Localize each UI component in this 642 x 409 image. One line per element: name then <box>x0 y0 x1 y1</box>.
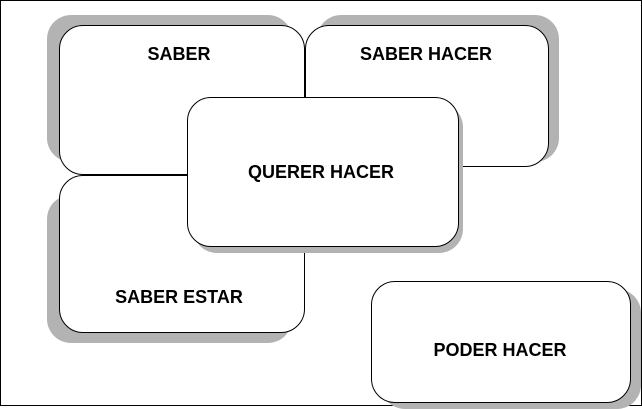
saber-estar-label: SABER ESTAR <box>115 287 243 307</box>
poder-hacer-box <box>371 281 631 403</box>
saber-label: SABER <box>147 44 211 64</box>
poder-hacer-label: PODER HACER <box>433 340 567 360</box>
querer-hacer-box <box>187 97 459 247</box>
saber-hacer-label: SABER HACER <box>359 44 493 64</box>
querer-hacer-label: QUERER HACER <box>247 162 395 182</box>
